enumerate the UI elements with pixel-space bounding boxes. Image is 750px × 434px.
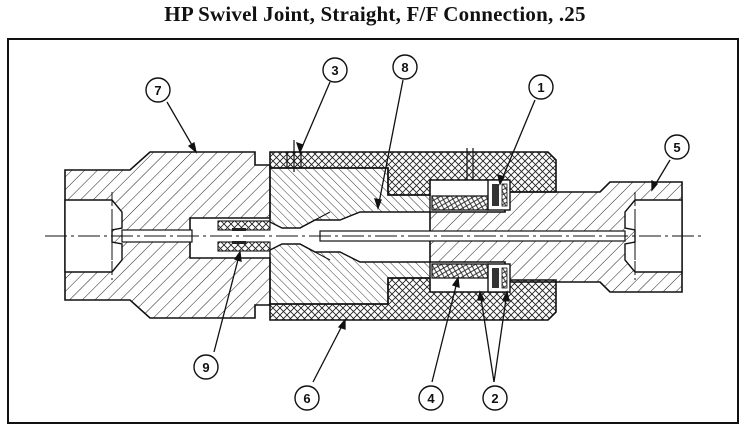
callout-3: 3 — [322, 57, 348, 83]
callout-9: 9 — [193, 354, 219, 380]
callout-4: 4 — [418, 385, 444, 411]
callout-9-label: 9 — [202, 360, 209, 375]
callout-5-label: 5 — [673, 140, 680, 155]
callout-4-label: 4 — [427, 391, 435, 406]
callout-7: 7 — [145, 77, 171, 103]
callout-7-label: 7 — [154, 83, 161, 98]
callout-3-label: 3 — [331, 63, 338, 78]
callout-6: 6 — [294, 385, 320, 411]
callout-2: 2 — [482, 385, 508, 411]
leader-lines — [166, 79, 671, 383]
part-3-pin — [286, 140, 474, 180]
callout-1-label: 1 — [537, 80, 544, 95]
part-2-seal-rings — [487, 263, 511, 293]
callout-2-label: 2 — [491, 391, 498, 406]
part-1-seal-ring — [487, 179, 511, 211]
part-9-gland-seal — [217, 220, 271, 252]
callout-5: 5 — [664, 134, 690, 160]
diagram-title: HP Swivel Joint, Straight, F/F Connectio… — [164, 2, 586, 26]
drawing-frame — [7, 38, 739, 424]
callout-1: 1 — [528, 74, 554, 100]
callout-8: 8 — [392, 54, 418, 80]
part-8-swivel-body — [269, 167, 431, 305]
part-7-left-body — [64, 151, 271, 319]
callout-6-label: 6 — [303, 391, 310, 406]
callout-8-label: 8 — [401, 60, 408, 75]
